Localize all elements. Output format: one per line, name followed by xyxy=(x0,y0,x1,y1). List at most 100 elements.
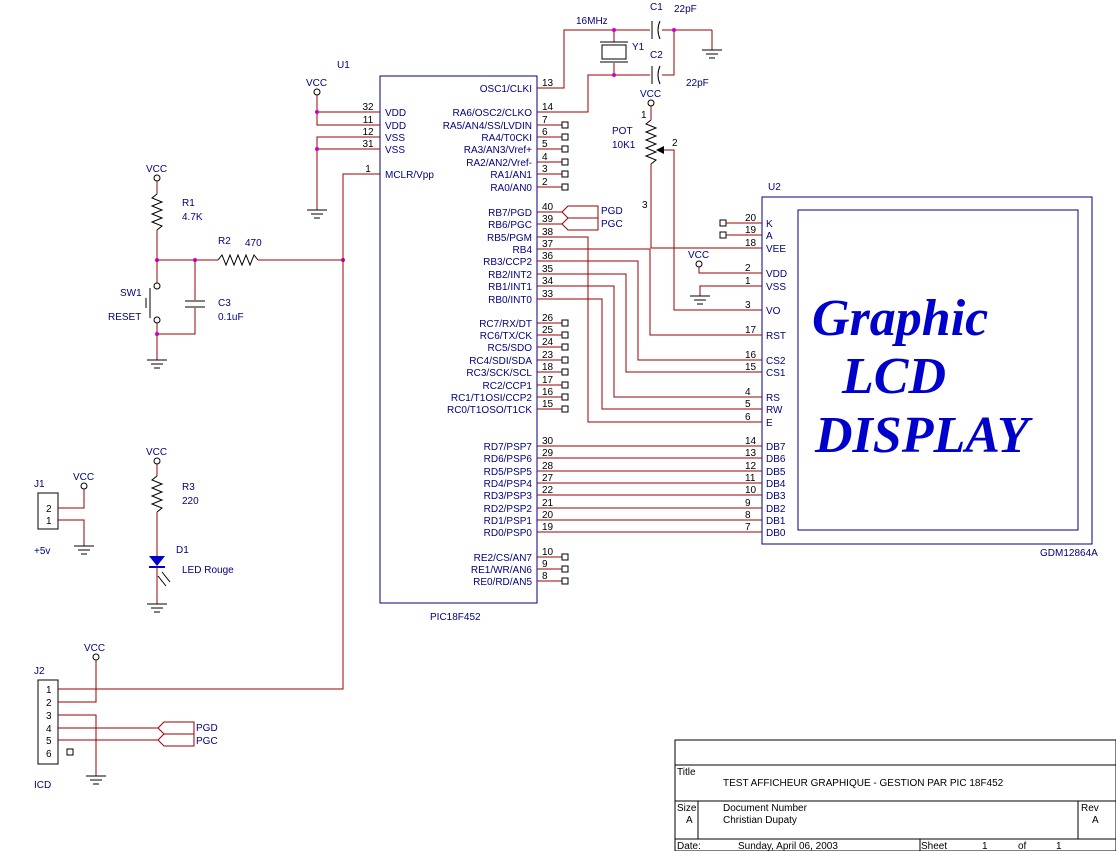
u1-pin-number: 1 xyxy=(365,164,371,175)
u1-nc-marker xyxy=(561,577,569,585)
j2-pin3: 3 xyxy=(46,711,52,722)
display-line-2: LCD xyxy=(841,348,946,405)
u1-pin-number: 5 xyxy=(542,139,548,150)
u1-pin-name: VDD xyxy=(385,108,406,119)
pot-ref: POT xyxy=(612,126,633,137)
u1-pin-number: 33 xyxy=(542,289,554,300)
u1-pin-name: RC3/SCK/SCL xyxy=(466,368,532,379)
of-label: of xyxy=(1018,841,1027,851)
u1-pin-name: RB6/PGC xyxy=(488,220,532,231)
u1-pin-number: 4 xyxy=(542,152,548,163)
u2-pin-number: 14 xyxy=(745,436,757,447)
u2-pin-name: VSS xyxy=(766,282,786,293)
u1-pin-number: 11 xyxy=(363,115,374,126)
u2-pin-name: DB6 xyxy=(766,454,786,465)
pgc-label-u1: PGC xyxy=(601,219,623,230)
r1-resistor xyxy=(150,193,164,231)
docnum-label: Document Number xyxy=(723,803,808,814)
u1-pin-number: 6 xyxy=(542,127,548,138)
u1-pin-name: RC2/CCP1 xyxy=(483,381,533,392)
u1-pin-name: RB5/PGM xyxy=(487,233,532,244)
j2-pin5: 5 xyxy=(46,736,52,747)
j1-name: +5v xyxy=(34,546,50,557)
pot-pin1: 1 xyxy=(641,110,647,121)
u2-part: GDM12864A xyxy=(1040,548,1098,559)
u1-microcontroller: U1 PIC18F452 32VDD11VDD12VSS31VSS1MCLR/V… xyxy=(337,60,569,623)
rev-value: A xyxy=(1092,815,1099,826)
u1-nc-marker xyxy=(561,133,569,141)
u1-nc-marker xyxy=(561,356,569,364)
pgc-port-j2 xyxy=(157,733,195,747)
u1-nc-marker xyxy=(561,331,569,339)
u1-pin-number: 22 xyxy=(542,485,554,496)
u2-pin-name: VDD xyxy=(766,269,787,280)
u1-pin-number: 7 xyxy=(542,115,548,126)
y1-freq: 16MHz xyxy=(576,16,608,27)
u1-pin-name: RA2/AN2/Vref- xyxy=(466,158,532,169)
u2-pin-name: DB3 xyxy=(766,491,786,502)
title-text: TEST AFFICHEUR GRAPHIQUE - GESTION PAR P… xyxy=(723,778,1004,789)
sw1-ref: SW1 xyxy=(120,288,142,299)
u2-pin-name: CS1 xyxy=(766,368,786,379)
vcc-u1: VCC xyxy=(306,78,327,89)
u1-nc-marker xyxy=(561,565,569,573)
u1-nc-marker xyxy=(561,319,569,327)
u1-pin-number: 34 xyxy=(542,276,554,287)
date-value: Sunday, April 06, 2003 xyxy=(738,841,838,851)
u2-pin-name: DB1 xyxy=(766,516,786,527)
u2-pin-number: 20 xyxy=(745,213,757,224)
u1-ref: U1 xyxy=(337,60,350,71)
r3-ref: R3 xyxy=(182,482,195,493)
u1-pin-number: 37 xyxy=(542,239,554,250)
y1-ref: Y1 xyxy=(632,42,645,53)
u1-pin-name: OSC1/CLKI xyxy=(480,84,532,95)
u2-pin-number: 1 xyxy=(745,276,751,287)
j2-pin1: 1 xyxy=(46,685,52,696)
u2-pin-name: VO xyxy=(766,306,781,317)
pgd-port-j2 xyxy=(157,721,195,735)
u2-pin-number: 15 xyxy=(745,362,757,373)
u1-pin-number: 17 xyxy=(542,375,554,386)
u1-pin-number: 18 xyxy=(542,362,554,373)
c3-value: 0.1uF xyxy=(218,312,244,323)
u2-lcd-module: U2 GDM12864A Graphic LCD DISPLAY 20K19A1… xyxy=(719,182,1098,559)
vcc-r1: VCC xyxy=(146,164,167,175)
u2-pin-number: 8 xyxy=(745,510,751,521)
u2-ref: U2 xyxy=(768,182,781,193)
u2-pin-number: 16 xyxy=(745,350,757,361)
u1-nc-marker xyxy=(561,170,569,178)
u1-pin-number: 28 xyxy=(542,461,554,472)
title-label: Title xyxy=(677,767,696,778)
u2-pin-number: 18 xyxy=(745,238,757,249)
u1-nc-marker xyxy=(561,368,569,376)
sheet-label: Sheet xyxy=(921,841,947,851)
u1-pin-number: 16 xyxy=(542,387,554,398)
u2-pin-number: 5 xyxy=(745,399,751,410)
u1-pin-number: 38 xyxy=(542,227,554,238)
u1-nc-marker xyxy=(561,393,569,401)
u1-pin-number: 27 xyxy=(542,473,554,484)
u1-nc-marker xyxy=(561,121,569,129)
vcc-pot: VCC xyxy=(640,89,661,100)
u2-pin-number: 7 xyxy=(745,522,751,533)
u1-pin-number: 31 xyxy=(362,139,374,150)
r3-value: 220 xyxy=(182,496,199,507)
u1-pin-name: RC5/SDO xyxy=(488,343,533,354)
u1-pin-number: 20 xyxy=(542,510,554,521)
r2-ref: R2 xyxy=(218,236,231,247)
u1-pin-number: 19 xyxy=(542,522,554,533)
led-circuit: VCC R3 220 D1 LED Rouge xyxy=(146,447,234,613)
u1-pin-name: VSS xyxy=(385,133,405,144)
u1-pin-number: 21 xyxy=(542,498,554,509)
u1-pin-number: 25 xyxy=(542,325,554,336)
u1-pin-name: VDD xyxy=(385,121,406,132)
r2-value: 470 xyxy=(245,238,262,249)
u1-pin-name: RB2/INT2 xyxy=(488,270,532,281)
u2-pin-number: 10 xyxy=(745,485,757,496)
u1-pin-number: 35 xyxy=(542,264,554,275)
vcc-j2: VCC xyxy=(84,643,105,654)
j2-nc-marker xyxy=(66,748,74,756)
reset-circuit: VCC R1 4.7K R2 470 SW1 RESET C3 0.1uF xyxy=(97,164,356,690)
u2-pin-number: 6 xyxy=(745,412,751,423)
